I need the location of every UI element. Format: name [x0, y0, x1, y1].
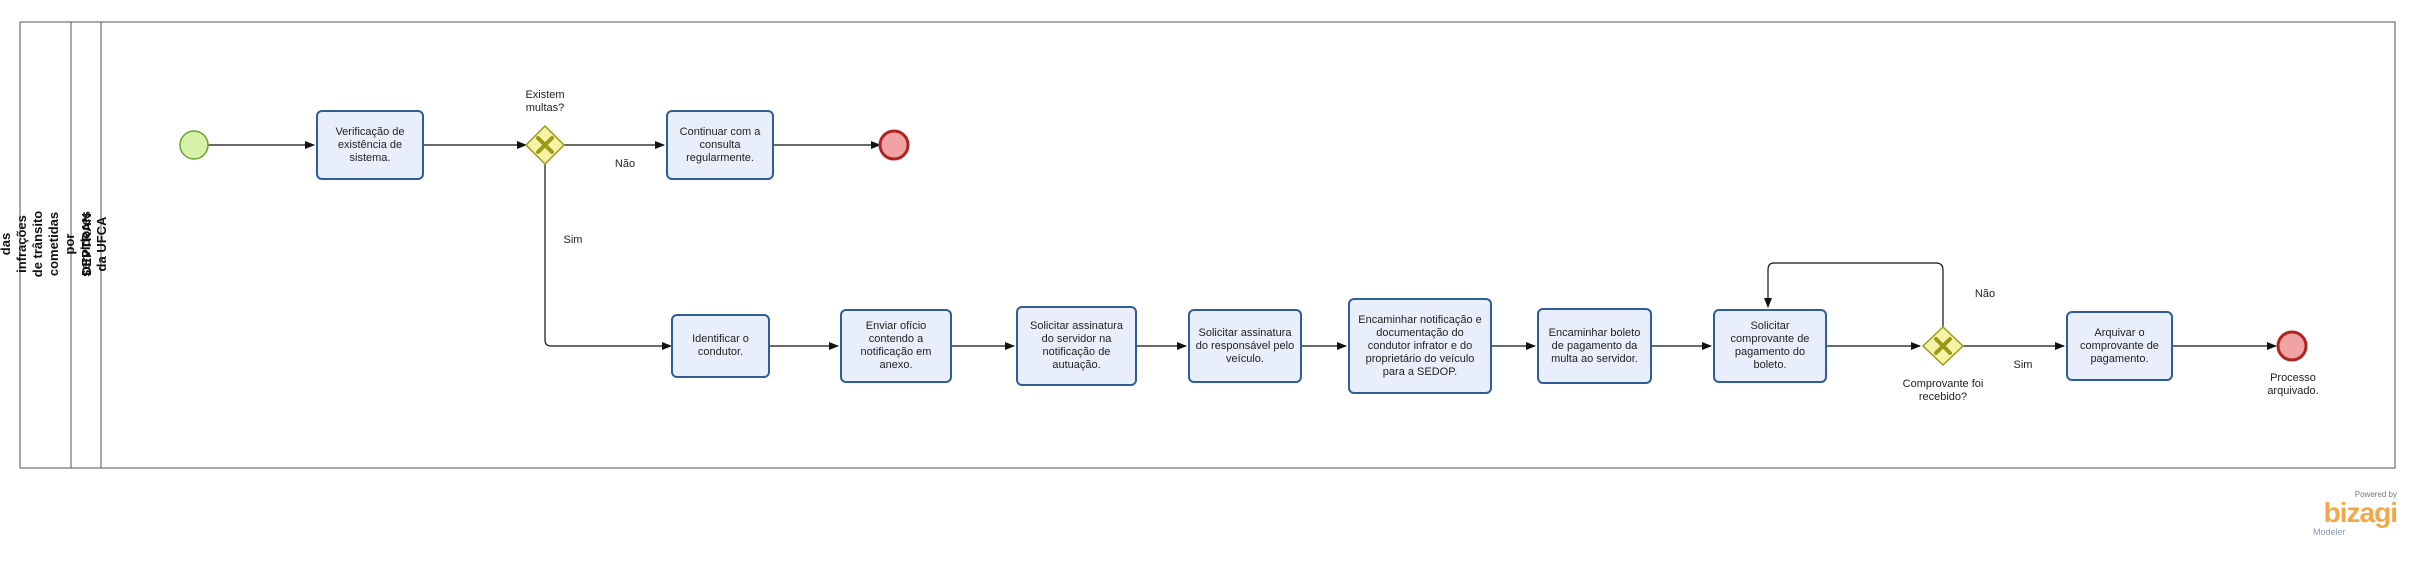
start-event — [179, 130, 209, 160]
gateway-1-label: Existem multas? — [525, 89, 565, 114]
end-event-2-label: Processo arquivado. — [2267, 372, 2319, 397]
flow-label-g2-yes: Sim — [2013, 359, 2033, 371]
flow-label-g2-no: Não — [1974, 288, 1996, 300]
modeler-text: Modeler — [2313, 527, 2346, 537]
end-event-2 — [2276, 330, 2308, 362]
lane-title: DEPTRAN — [72, 22, 100, 466]
bizagi-logo: Powered by bizagi Modeler — [2307, 490, 2398, 537]
gateway-2-label: Comprovante foi recebido? — [1902, 378, 1984, 403]
gateway-2 — [1921, 325, 1965, 367]
task-enviar-oficio[interactable]: Enviar ofício contendo a notificação em … — [840, 309, 952, 383]
task-continuar-consulta[interactable]: Continuar com a consulta regularmente. — [666, 110, 774, 180]
task-assinatura-servidor[interactable]: Solicitar assinatura do servidor na noti… — [1016, 306, 1137, 386]
lane-title-text: DEPTRAN — [78, 212, 94, 276]
flow-label-g1-no: Não — [614, 158, 636, 170]
task-identificar-condutor[interactable]: Identificar o condutor. — [671, 314, 770, 378]
powered-by-text: Powered by — [2354, 490, 2397, 499]
task-encaminhar-notificacao[interactable]: Encaminhar notificação e documentação do… — [1348, 298, 1492, 394]
flow-g1-yes — [544, 164, 672, 350]
flow-label-g1-yes: Sim — [563, 234, 583, 246]
task-arquivar-comprovante[interactable]: Arquivar o comprovante de pagamento. — [2066, 311, 2173, 381]
pool-frame — [19, 21, 2396, 469]
gateway-1 — [524, 124, 566, 166]
pool-title: Tratamento das infrações de trânsito com… — [0, 22, 109, 466]
task-assinatura-responsavel[interactable]: Solicitar assinatura do responsável pelo… — [1188, 309, 1302, 383]
task-solicitar-comprovante[interactable]: Solicitar comprovante de pagamento do bo… — [1713, 309, 1827, 383]
task-encaminhar-boleto[interactable]: Encaminhar boleto de pagamento da multa … — [1537, 308, 1652, 384]
flow-g2-no — [1764, 262, 1944, 327]
end-event-1 — [878, 129, 910, 161]
bizagi-wordmark: bizagi — [2323, 497, 2398, 528]
task-verificacao[interactable]: Verificação de existência de sistema. — [316, 110, 424, 180]
